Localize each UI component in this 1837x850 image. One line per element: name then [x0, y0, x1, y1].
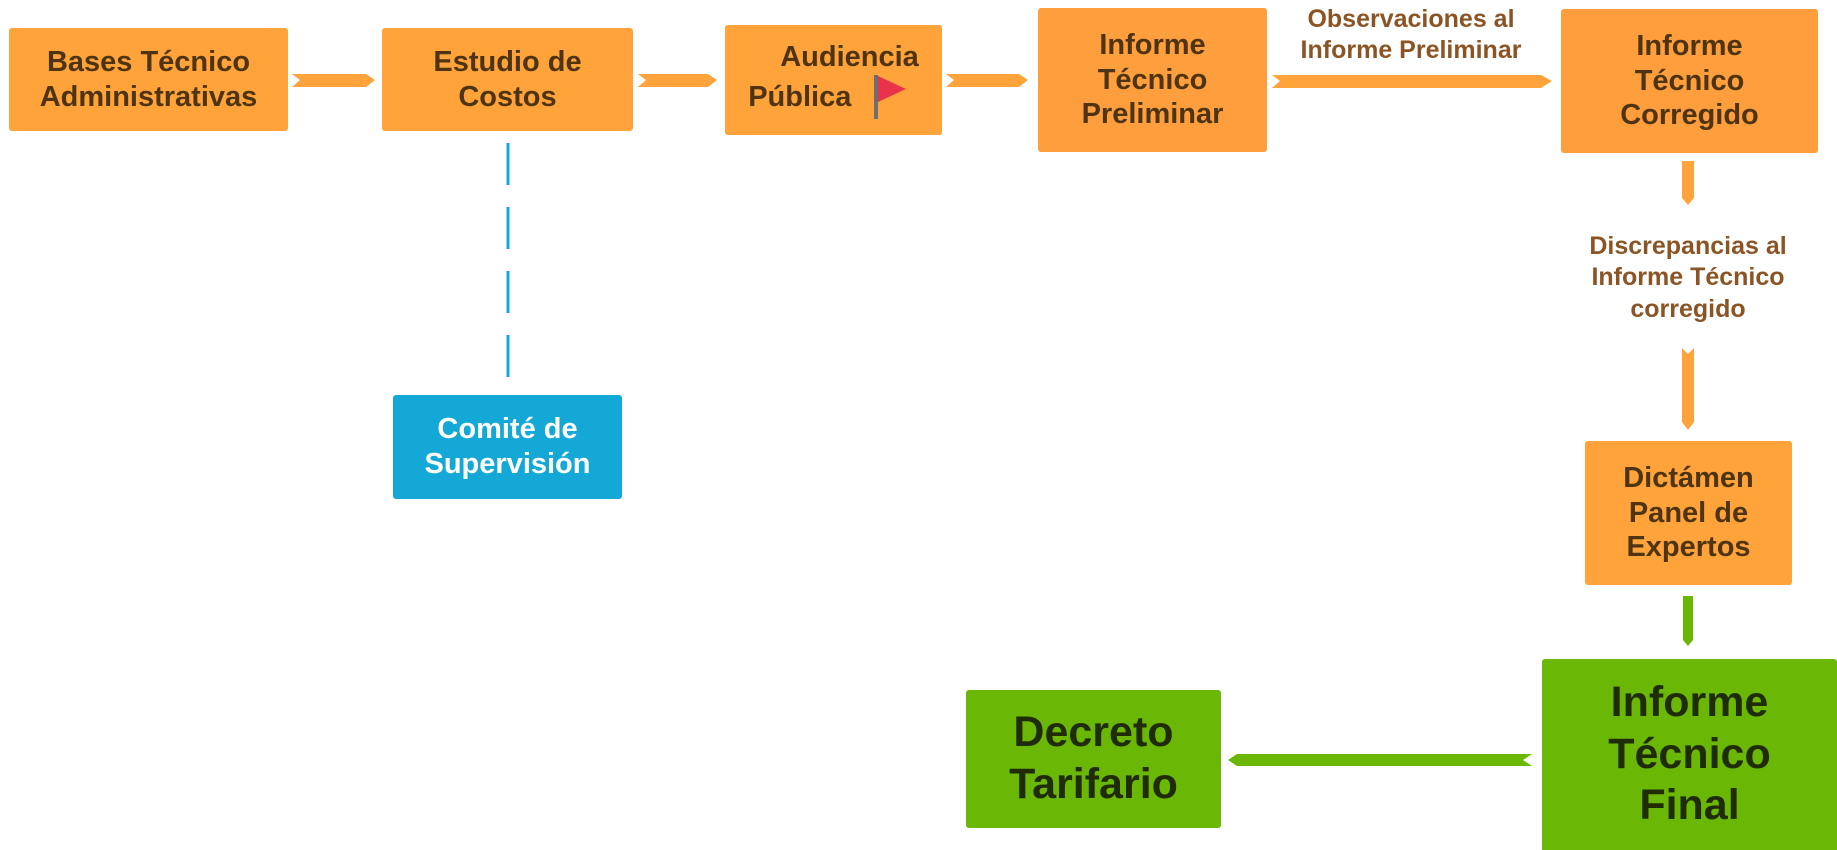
node-bases-label: Bases Técnico Administrativas	[39, 45, 258, 113]
arrow-dictamen-to-final	[1683, 596, 1693, 646]
arrow-to-dictamen	[1682, 348, 1694, 430]
arrow-estudio-to-audiencia	[638, 74, 717, 87]
node-informe-preliminar: Informe Técnico Preliminar	[1038, 8, 1267, 152]
arrow-corregido-down	[1682, 161, 1694, 205]
node-decreto-tarifario: Decreto Tarifario	[966, 690, 1221, 828]
node-audiencia-line1: Audiencia	[780, 40, 919, 73]
node-preliminar-label: Informe Técnico Preliminar	[1081, 28, 1224, 131]
arrow-final-to-decreto	[1228, 754, 1532, 766]
node-estudio-label: Estudio de Costos	[433, 45, 582, 113]
node-comite-supervision: Comité de Supervisión	[393, 395, 622, 499]
node-audiencia-line2: Pública	[748, 80, 852, 113]
node-dictamen-panel: Dictámen Panel de Expertos	[1585, 441, 1792, 585]
node-dictamen-label: Dictámen Panel de Expertos	[1623, 461, 1754, 564]
node-bases-tecnico: Bases Técnico Administrativas	[9, 28, 288, 131]
node-estudio-costos: Estudio de Costos	[382, 28, 633, 131]
audiencia-row: Pública	[748, 74, 907, 120]
node-decreto-label: Decreto Tarifario	[1009, 708, 1178, 808]
node-corregido-label: Informe Técnico Corregido	[1620, 29, 1759, 132]
arrow-audiencia-to-preliminar	[946, 74, 1028, 87]
edge-label-discrepancias: Discrepancias al Informe Técnico corregi…	[1589, 232, 1787, 323]
node-audiencia-publica: Audiencia Pública	[725, 25, 942, 135]
node-comite-label: Comité de Supervisión	[424, 413, 591, 480]
arrow-preliminar-to-corregido	[1272, 75, 1552, 88]
flag-icon	[874, 75, 907, 120]
node-informe-corregido: Informe Técnico Corregido	[1561, 9, 1818, 153]
node-informe-final: Informe Técnico Final	[1542, 659, 1837, 850]
node-final-label: Informe Técnico Final	[1608, 678, 1771, 830]
audiencia-content: Audiencia Pública	[748, 40, 919, 121]
arrow-bases-to-estudio	[292, 74, 375, 87]
edge-label-observaciones: Observaciones al Informe Preliminar	[1300, 5, 1522, 65]
